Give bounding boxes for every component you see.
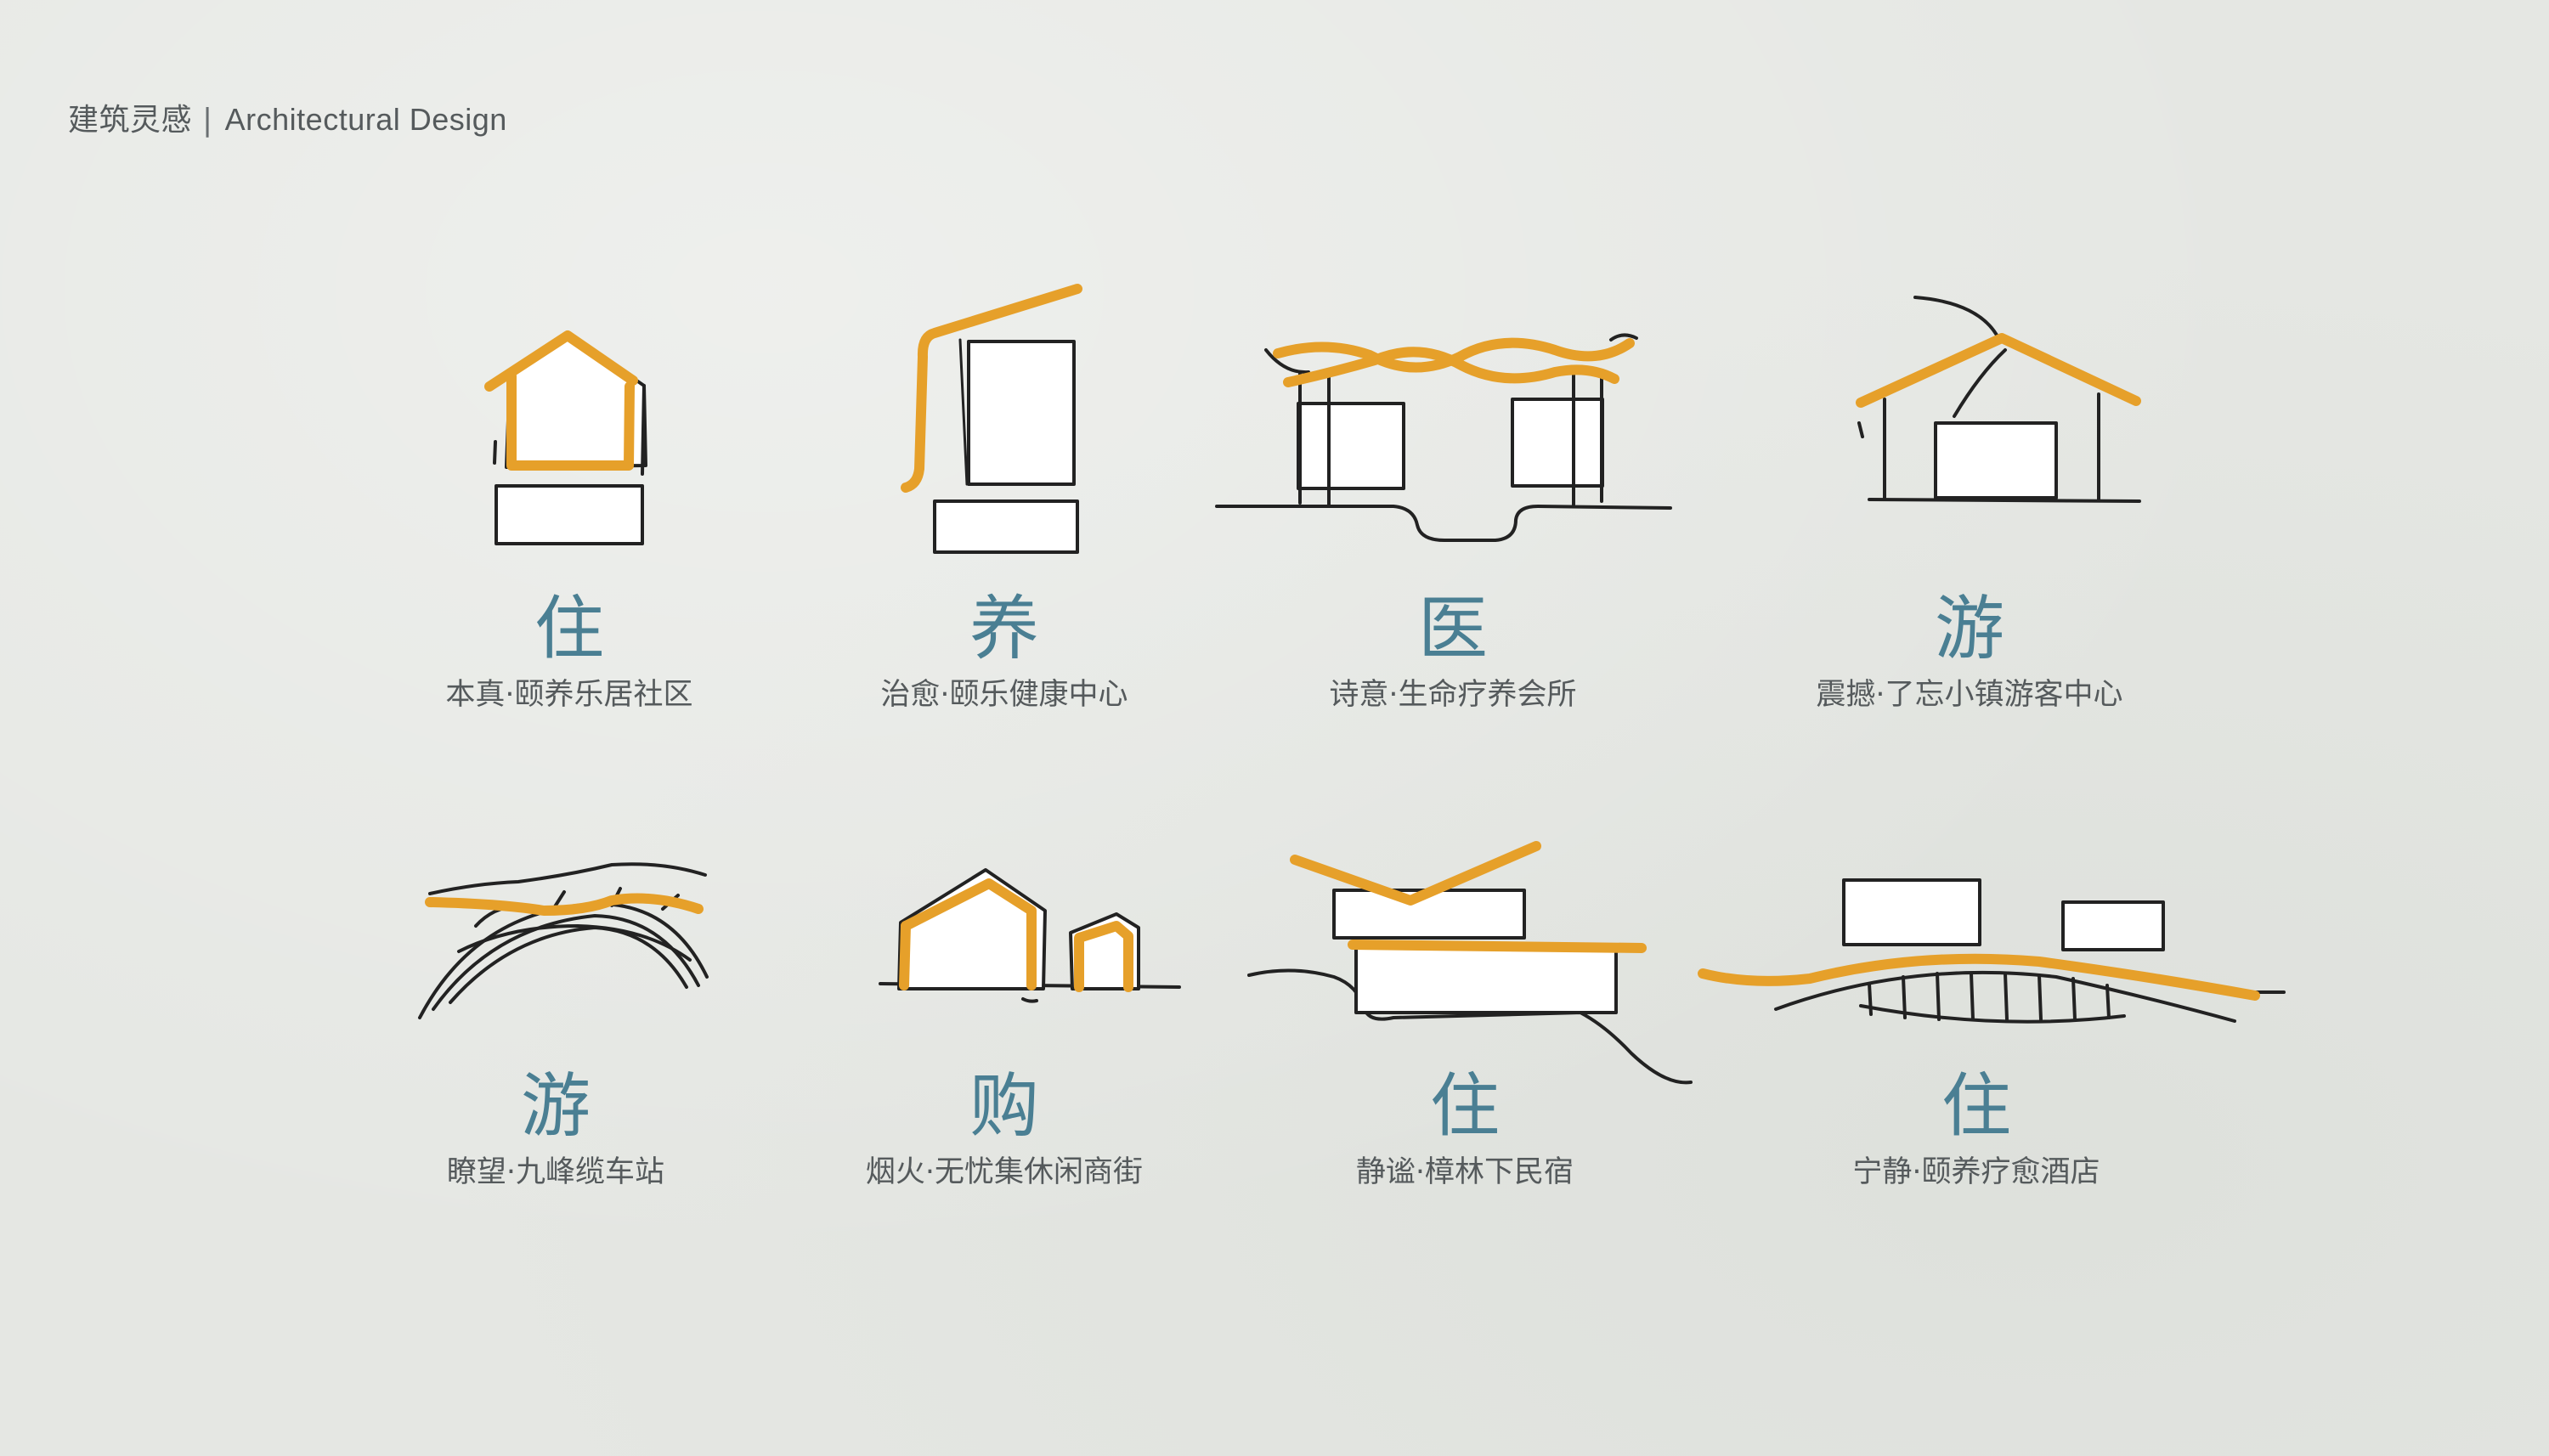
sketch-gable-roof-icon	[1856, 296, 2141, 503]
concept-caption: 本真·颐养乐居社区	[445, 678, 693, 712]
concept-caption: 治愈·颐乐健康中心	[880, 678, 1128, 712]
concept-glyph: 购	[969, 1066, 1039, 1147]
sketch-tall-block-icon	[901, 284, 1082, 554]
concept-caption: 瞭望·九峰缆车站	[446, 1155, 665, 1189]
concept-caption: 宁静·颐养疗愈酒店	[1852, 1155, 2100, 1189]
header-separator: |	[202, 103, 213, 138]
concept-glyph: 游	[520, 1066, 591, 1147]
concept-glyph: 游	[1934, 589, 2004, 669]
concept-glyph: 住	[534, 589, 604, 669]
concept-glyph: 住	[1429, 1066, 1500, 1147]
sketch-twin-houses-icon	[879, 868, 1181, 1003]
concept-caption: 烟火·无忧集休闲商街	[865, 1155, 1144, 1189]
concept-caption: 诗意·生命疗养会所	[1329, 678, 1577, 712]
concept-yang: 养 治愈·颐乐健康中心	[809, 591, 1200, 714]
sketch-hillside-hotel-icon	[1698, 878, 2286, 1024]
sketch-wave-roof-icon	[1215, 333, 1672, 542]
concept-zhu-3: 住 宁静·颐养疗愈酒店	[1781, 1069, 2172, 1191]
concept-caption: 静谧·樟林下民宿	[1355, 1155, 1574, 1189]
sketch-house-icon	[484, 330, 647, 545]
header-title-cn: 建筑灵感	[68, 103, 193, 138]
page-header: 建筑灵感 | Architectural Design	[68, 95, 507, 139]
concept-you-1: 游 震撼·了忘小镇游客中心	[1774, 591, 2165, 714]
header-title-en: Architectural Design	[224, 102, 507, 137]
concept-glyph: 养	[969, 589, 1039, 669]
concept-zhu-2: 住 静谧·樟林下民宿	[1269, 1069, 1660, 1191]
concept-gou: 购 烟火·无忧集休闲商街	[809, 1069, 1200, 1191]
concept-glyph: 住	[1941, 1066, 2011, 1147]
concept-you-2: 游 瞭望·九峰缆车站	[360, 1069, 751, 1191]
sketch-arch-bridge-icon	[418, 862, 709, 1019]
concept-zhu-1: 住 本真·颐养乐居社区	[374, 591, 765, 714]
concept-glyph: 医	[1417, 589, 1488, 669]
concept-caption: 震撼·了忘小镇游客中心	[1816, 678, 2123, 712]
concept-yi: 医 诗意·生命疗养会所	[1258, 591, 1648, 714]
sketch-butterfly-roof-icon	[1247, 841, 1693, 1085]
